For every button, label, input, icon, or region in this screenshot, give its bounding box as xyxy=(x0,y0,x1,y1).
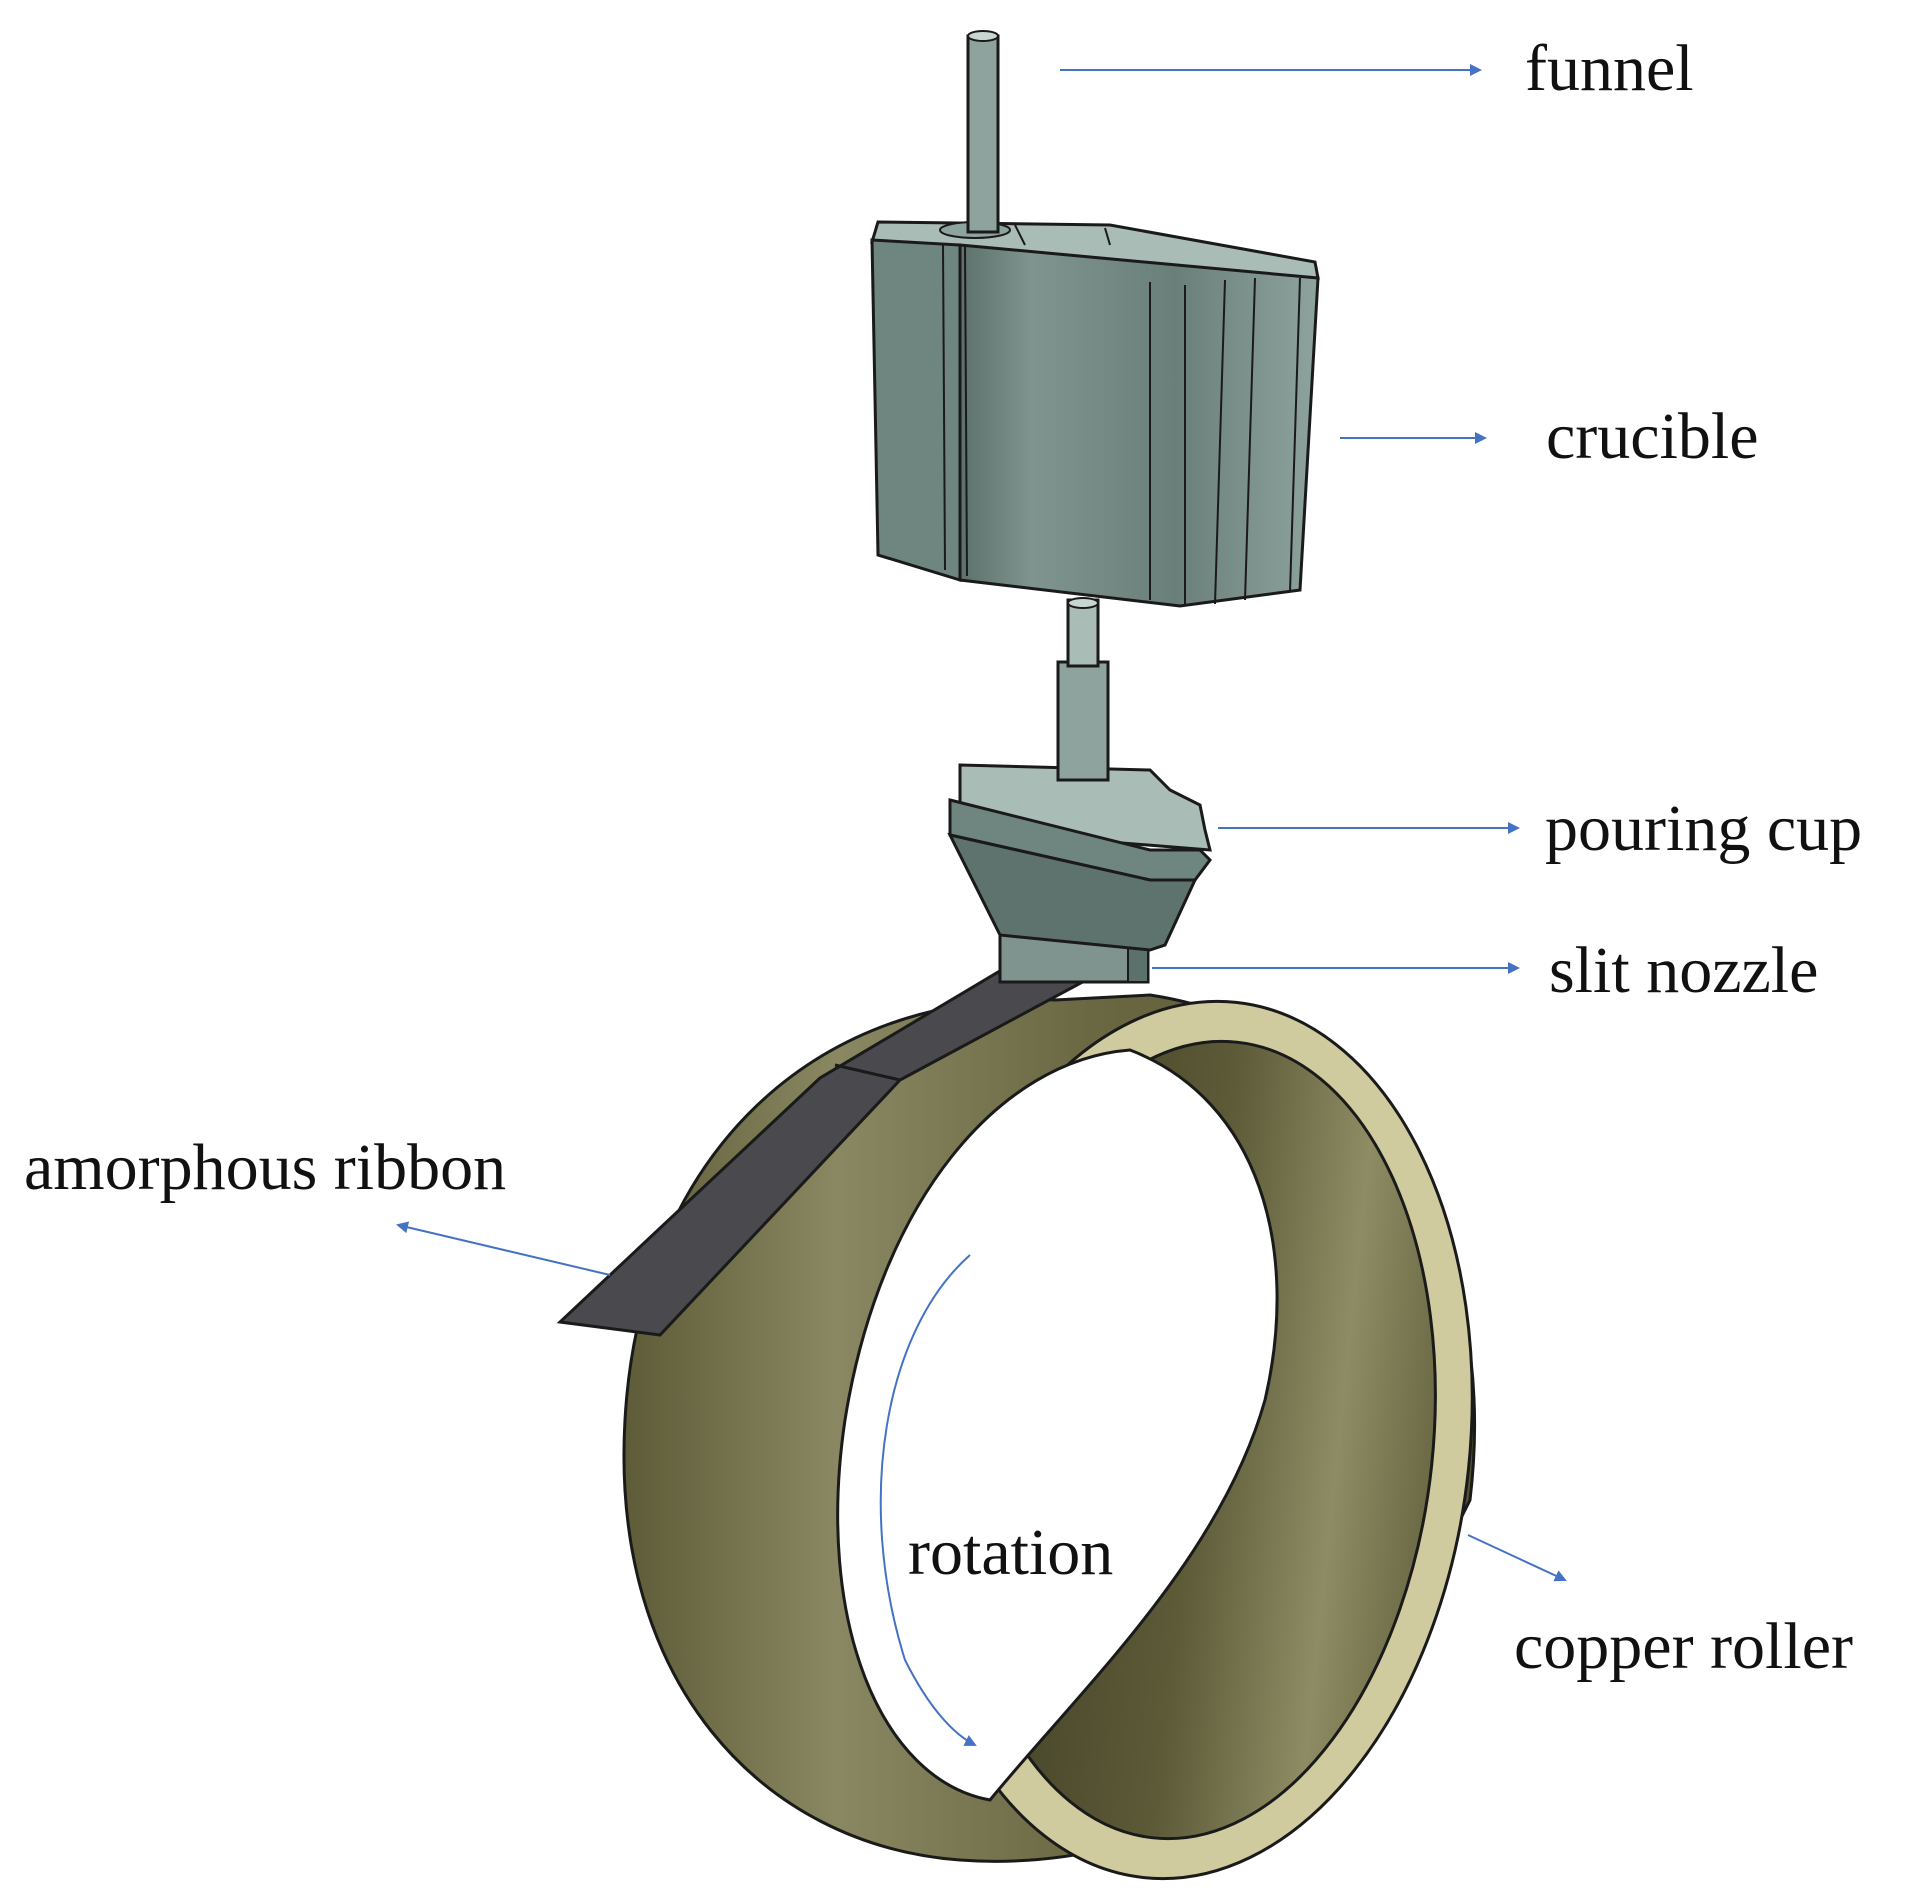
copper-roller xyxy=(622,993,1477,1881)
crucible xyxy=(870,220,1320,608)
rotation-label: rotation xyxy=(908,1516,1114,1589)
roller-pointer-arrow xyxy=(1467,1534,1567,1582)
roller-opening xyxy=(836,1048,1279,1802)
amorphous-ribbon-label: amorphous ribbon xyxy=(24,1131,507,1204)
pouring-cup-body xyxy=(947,832,1198,952)
connector-pipe xyxy=(1056,597,1110,782)
rotation-arrow xyxy=(879,1254,977,1746)
pouring-cup xyxy=(947,763,1212,952)
crucible-front-face xyxy=(958,243,1320,608)
ribbon-pointer-arrow xyxy=(396,1221,611,1276)
funnel-label: funnel xyxy=(1525,32,1694,105)
slit-nozzle-label: slit nozzle xyxy=(1549,934,1819,1007)
funnel xyxy=(966,30,1000,234)
pouring-cup-label: pouring cup xyxy=(1545,792,1863,865)
crucible-left-face xyxy=(870,238,962,583)
crucible-label: crucible xyxy=(1546,400,1759,473)
copper-roller-label: copper roller xyxy=(1514,1610,1853,1683)
